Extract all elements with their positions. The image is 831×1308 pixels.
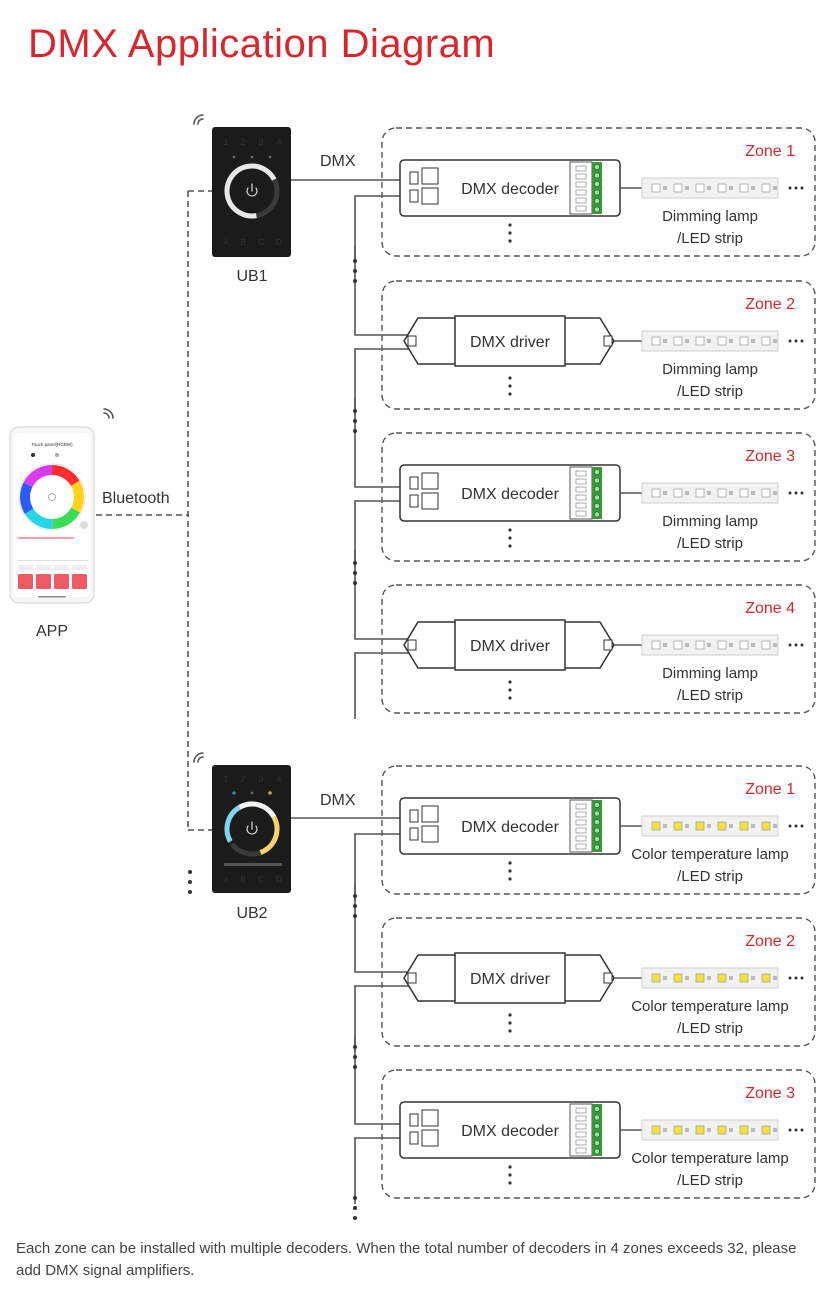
wifi-icon xyxy=(193,114,204,125)
lamp-label-line2: /LED strip xyxy=(677,383,743,400)
led-strip-icon xyxy=(641,815,779,837)
device-label: DMX decoder xyxy=(461,819,559,836)
zone-label: Zone 1 xyxy=(745,143,795,160)
ub1-panel: 1 2 3 4 A B C D xyxy=(212,127,291,257)
bluetooth-label: Bluetooth xyxy=(102,490,170,507)
device-label: DMX decoder xyxy=(461,486,559,503)
ub2-channel-2: 2 xyxy=(240,774,245,784)
wifi-icon xyxy=(193,752,204,763)
color-wheel-icon xyxy=(18,463,86,531)
phone-app: Touch panel(RGBW) xyxy=(9,426,95,604)
ub2-channel-3: 3 xyxy=(258,774,263,784)
zone-label: Zone 3 xyxy=(745,448,795,465)
ub1-channel-1: 1 xyxy=(223,137,228,147)
page-title: DMX Application Diagram xyxy=(28,22,496,66)
ub1-channel-4: 4 xyxy=(276,137,281,147)
ub2-channel-1: 1 xyxy=(223,774,228,784)
lamp-label: Color temperature lamp xyxy=(631,1150,789,1167)
wifi-icon xyxy=(103,408,114,419)
chain-continuation-dots xyxy=(353,259,357,1220)
device-label: DMX driver xyxy=(470,638,551,655)
footnote: Each zone can be installed with multiple… xyxy=(16,1240,797,1279)
led-strip-icon xyxy=(641,482,779,504)
ub2-zone-a: A xyxy=(223,875,229,884)
phone-title: Touch panel(RGBW) xyxy=(31,442,73,447)
lamp-label-line2: /LED strip xyxy=(677,1020,743,1037)
led-strip-icon xyxy=(641,967,779,989)
lamp-label: Dimming lamp xyxy=(662,361,758,378)
zone-label: Zone 1 xyxy=(745,781,795,798)
lamp-label-line2: /LED strip xyxy=(677,687,743,704)
lamp-label-line2: /LED strip xyxy=(677,1172,743,1189)
ub1-channel-3: 3 xyxy=(258,137,263,147)
ub1-zone-b: B xyxy=(240,238,245,247)
ub2-label: UB2 xyxy=(236,905,267,922)
ub2-zone-b: B xyxy=(240,875,245,884)
app-label: APP xyxy=(36,623,68,640)
led-strip-icon xyxy=(641,330,779,352)
ub1-zone-a: A xyxy=(223,238,229,247)
ub2-zone-d: D xyxy=(276,875,282,884)
power-icon xyxy=(246,183,258,197)
dmx-link-label-ub1: DMX xyxy=(320,153,356,170)
zone-label: Zone 2 xyxy=(745,296,795,313)
device-label: DMX decoder xyxy=(461,1123,559,1140)
lamp-label-line2: /LED strip xyxy=(677,230,743,247)
power-icon xyxy=(246,821,258,835)
ub2-channel-4: 4 xyxy=(276,774,281,784)
lamp-label-line2: /LED strip xyxy=(677,535,743,552)
lamp-label-line2: /LED strip xyxy=(677,868,743,885)
zone-label: Zone 3 xyxy=(745,1085,795,1102)
ub1-zone-c: C xyxy=(258,238,264,247)
lamp-label: Dimming lamp xyxy=(662,513,758,530)
device-label: DMX driver xyxy=(470,334,551,351)
dmx-link-label-ub2: DMX xyxy=(320,792,356,809)
ub1-zone-d: D xyxy=(276,238,282,247)
ub1-channel-2: 2 xyxy=(240,137,245,147)
led-strip-icon xyxy=(641,177,779,199)
ub2-panel: 1 2 3 4 A B C D xyxy=(212,765,291,893)
trunk-continuation-dots xyxy=(188,870,192,894)
led-strip-icon xyxy=(641,634,779,656)
zone-label: Zone 4 xyxy=(745,600,795,617)
zone-label: Zone 2 xyxy=(745,933,795,950)
lamp-label: Color temperature lamp xyxy=(631,846,789,863)
device-label: DMX decoder xyxy=(461,181,559,198)
lamp-label: Color temperature lamp xyxy=(631,998,789,1015)
lamp-label: Dimming lamp xyxy=(662,665,758,682)
device-label: DMX driver xyxy=(470,971,551,988)
led-strip-icon xyxy=(641,1119,779,1141)
ub1-label: UB1 xyxy=(236,268,267,285)
lamp-label: Dimming lamp xyxy=(662,208,758,225)
ub2-zone-c: C xyxy=(258,875,264,884)
